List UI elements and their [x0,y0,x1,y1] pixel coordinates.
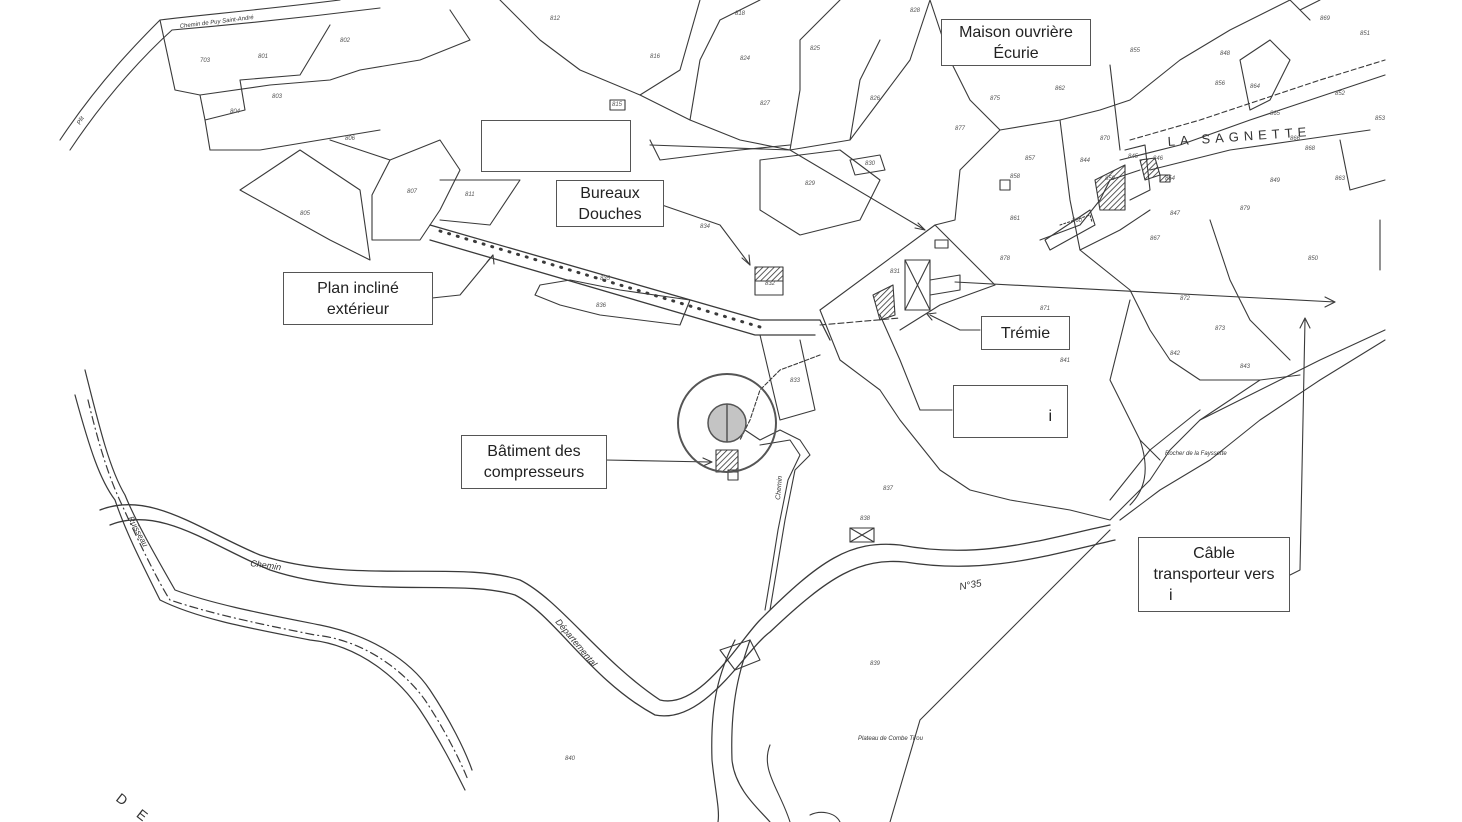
parcel-number: 801 [258,54,268,60]
parcel-number: 833 [790,378,801,384]
parcel-number: 811 [465,192,475,198]
parcel-number: 837 [883,486,894,492]
parcel-number: 872 [1180,296,1191,302]
parcel-number: 842 [1170,351,1181,357]
label-maison-line2: Écurie [993,44,1039,62]
parcel-number: 878 [1000,256,1011,262]
label-maison-ouvriere: Maison ouvrière Écurie [941,19,1091,66]
place-label-plateau: Plateau de Combe Tirou [858,736,924,742]
label-plan-incline: Plan incliné extérieur [283,272,433,325]
parcel-number: 840 [565,756,576,762]
parcel-number: 848 [1220,51,1231,57]
parcel-number: 851 [1360,31,1370,37]
parcel-number: 836 [596,303,607,309]
parcel-number: 845 [1128,154,1139,160]
parcel-number-layer: 703 801 802 803 804 805 806 807 811 812 815 816 818 8… [200,8,1386,762]
parcel-number: 816 [650,54,661,60]
parcel-number: 868 [1305,146,1316,152]
parcel-number: 854 [1165,176,1176,182]
parcel-number: 804 [230,109,241,115]
parcel-number: 850 [1308,256,1319,262]
parcel-number: 877 [955,126,966,132]
location-marker-icon [677,373,777,473]
parcel-number: 827 [760,101,771,107]
label-batiment-line1: Bâtiment des [487,443,581,460]
parcel-number: 859 [1105,176,1116,182]
label-tremie-line1: Trémie [1000,324,1051,342]
label-maison-line1: Maison ouvrière [959,23,1073,41]
label-tremie: Trémie [981,316,1070,350]
parcel-number: 830 [865,161,876,167]
parcel-number: 829 [805,181,816,187]
road-label-n35: N°35 [959,578,983,593]
parcel-number: 841 [1060,358,1070,364]
parcel-number: 826 [870,96,881,102]
road-label-plit: Plit [77,115,87,126]
parcel-number: 825 [810,46,821,52]
road-label-chemin: Chemin [250,558,282,572]
parcel-number: 858 [1010,174,1021,180]
parcel-number: 864 [1250,84,1261,90]
parcel-number: 834 [700,224,711,230]
parcel-number: 857 [1025,156,1036,162]
label-cable-line1: Câble [1193,545,1235,562]
label-cable-line2: transporteur vers [1153,566,1275,583]
parcel-number: 865 [1270,111,1281,117]
parcel-number: 812 [550,16,561,22]
label-cable-transporteur: Câble transporteur vers i [1138,537,1290,612]
label-bureaux-douches: Bureaux Douches [556,180,664,227]
parcel-number: 870 [1100,136,1111,142]
parcel-number: 805 [300,211,311,217]
parcel-number: 824 [740,56,751,62]
label-bureaux-line2: Douches [578,205,642,223]
parcel-number: 866 [1290,136,1301,142]
parcel-number: 875 [990,96,1001,102]
parcel-number: 863 [1335,176,1346,182]
parcel-number: 828 [910,8,921,14]
parcel-number: 818 [735,11,746,17]
parcel-number: 843 [1240,364,1251,370]
place-label-de: D E [113,790,155,822]
label-batiment-compresseurs: Bâtiment des compresseurs [461,435,607,489]
parcel-number: 871 [1040,306,1050,312]
label-batiment-line2: compresseurs [483,464,585,481]
parcel-number: 703 [200,58,211,64]
road-label-chemin-top: Chemin de Puy Saint-André [180,15,255,30]
parcel-number: 849 [1270,178,1281,184]
parcel-number: 806 [345,136,356,142]
parcel-number: 853 [1375,116,1386,122]
place-label-rocher: Rocher de la Fayssette [1165,451,1227,457]
parcel-number: 856 [1215,81,1226,87]
parcel-number: 861 [1010,216,1020,222]
parcel-number: 803 [272,94,283,100]
label-plan-line1: Plan incliné [317,279,399,297]
parcel-number: 807 [407,189,418,195]
parcel-number: 847 [1170,211,1181,217]
parcel-number: 873 [1215,326,1226,332]
parcel-number: 831 [890,269,900,275]
label-blank-top [481,120,631,172]
parcel-number: 860 [1072,218,1083,224]
label-blank-box-2-text: i [1048,408,1052,425]
label-blank-box-2: i [953,385,1068,438]
parcel-number: 846 [1153,156,1164,162]
road-label-chemin-vertical: Chemin [775,475,784,500]
parcel-number: 855 [1130,48,1141,54]
parcel-number: 869 [1320,16,1331,22]
parcel-number: 815 [612,102,623,108]
label-cable-line3: i [1169,587,1173,604]
parcel-number: 844 [1080,158,1091,164]
parcel-number: 838 [860,516,871,522]
parcel-number: 802 [340,38,351,44]
parcel-number: 835 [600,276,611,282]
label-bureaux-line1: Bureaux [580,184,640,202]
parcel-number: 867 [1150,236,1161,242]
parcel-number: 832 [765,281,776,287]
parcel-number: 852 [1335,91,1346,97]
parcel-number: 839 [870,661,881,667]
parcel-number: 879 [1240,206,1251,212]
parcel-number: 862 [1055,86,1066,92]
label-plan-line2: extérieur [326,300,390,318]
